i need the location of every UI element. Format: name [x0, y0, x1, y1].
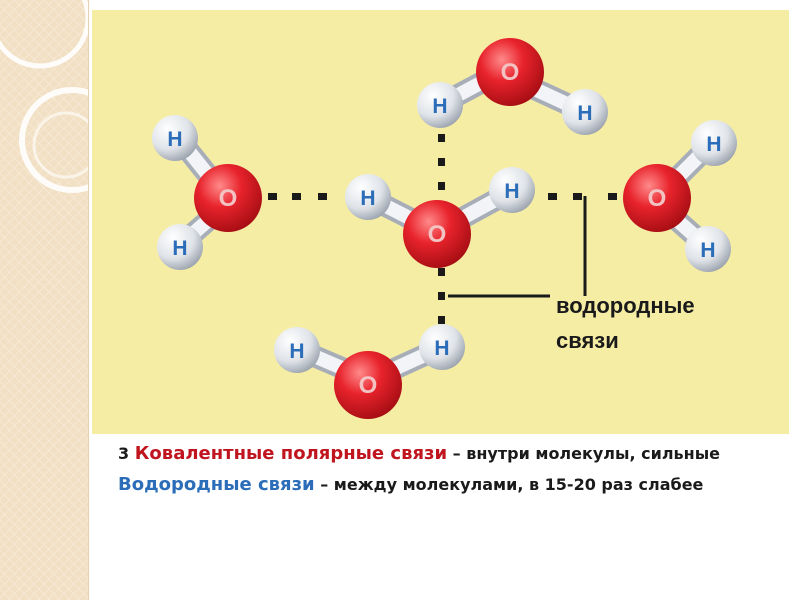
hydrogen-atom	[685, 226, 731, 272]
svg-text:H: H	[577, 102, 592, 125]
hydrogen-atom	[562, 89, 608, 135]
svg-text:водородные: водородные	[556, 293, 695, 318]
svg-text:H: H	[432, 95, 447, 118]
svg-text:O: O	[359, 372, 378, 399]
side-divider	[88, 0, 89, 600]
hydrogen-atoms	[152, 82, 737, 373]
svg-text:связи: связи	[556, 328, 619, 353]
hydrogen-bond-label: водородные связи	[556, 293, 695, 353]
caption-number: 3	[118, 444, 130, 463]
oxygen-atom-top	[476, 38, 544, 106]
covalent-bond-description: – внутри молекулы, сильные	[452, 444, 721, 463]
hydrogen-bond-description: – между молекулами, в 15-20 раз слабее	[320, 475, 704, 494]
diagram-canvas: O O O O O H H H H H H H H	[152, 38, 737, 419]
oxygen-atom-bottom	[334, 351, 402, 419]
svg-text:H: H	[700, 239, 715, 262]
svg-text:H: H	[172, 237, 187, 260]
hydrogen-atom	[419, 324, 465, 370]
hydrogen-atom	[274, 327, 320, 373]
caption-hydrogen: Водородные связи – между молекулами, в 1…	[118, 471, 768, 498]
hydrogen-bonds	[268, 134, 617, 324]
svg-text:O: O	[219, 185, 238, 212]
svg-text:H: H	[706, 133, 721, 156]
svg-text:H: H	[360, 187, 375, 210]
hydrogen-atom	[157, 224, 203, 270]
svg-text:O: O	[428, 221, 447, 248]
caption-covalent: 3 Ковалентные полярные связи – внутри мо…	[118, 440, 768, 467]
hydrogen-atom	[691, 120, 737, 166]
caption: 3 Ковалентные полярные связи – внутри мо…	[118, 440, 768, 498]
label-pointer	[448, 196, 587, 298]
hydrogen-atom	[152, 115, 198, 161]
hydrogen-bond-term: Водородные связи	[118, 474, 315, 495]
svg-text:H: H	[289, 340, 304, 363]
covalent-bond-term: Ковалентные полярные связи	[134, 443, 448, 464]
water-hydrogen-bond-diagram: O O O O O H H H H H H H H	[92, 10, 789, 434]
hydrogen-labels: H H H H H H H H H H	[167, 95, 721, 363]
hydrogen-atom	[417, 82, 463, 128]
decorative-circles	[0, 0, 88, 193]
svg-text:H: H	[167, 128, 182, 151]
svg-text:H: H	[504, 180, 519, 203]
svg-text:O: O	[501, 59, 520, 86]
oxygen-labels: O O O O O	[219, 59, 667, 399]
hydrogen-atom	[489, 167, 535, 213]
svg-text:O: O	[648, 185, 667, 212]
svg-text:H: H	[434, 337, 449, 360]
oxygen-atom-center	[403, 200, 471, 268]
decorative-side-panel	[0, 0, 88, 600]
oxygen-atom-right	[623, 164, 691, 232]
oxygen-atom-left	[194, 164, 262, 232]
oxygen-atoms	[194, 38, 691, 419]
hydrogen-atom	[345, 174, 391, 220]
